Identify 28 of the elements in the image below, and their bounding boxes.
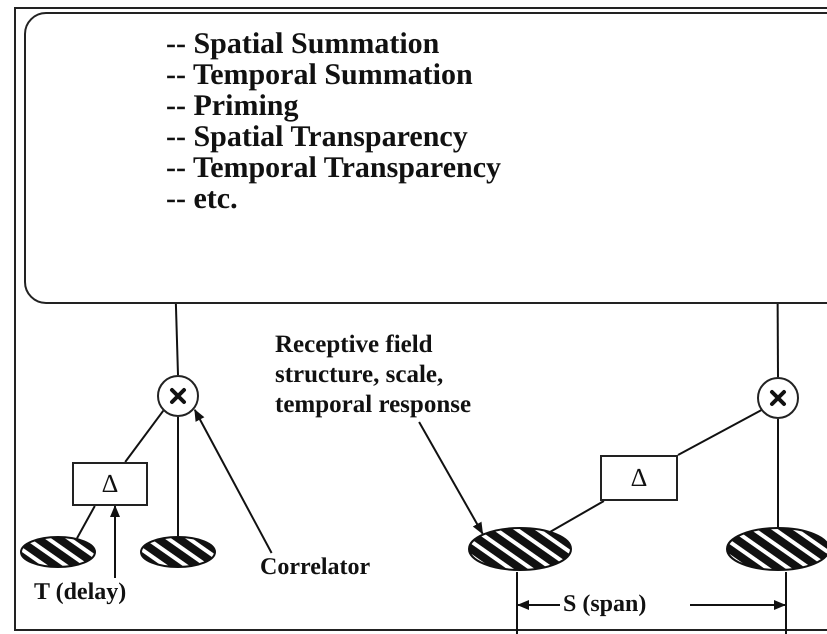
list-item: -- Temporal Summation	[166, 59, 474, 90]
list-item: -- Priming	[166, 90, 298, 121]
list-item: -- Spatial Summation	[166, 28, 440, 59]
connector-line	[678, 408, 763, 456]
connector-line	[177, 417, 179, 536]
delay-box: Δ	[72, 462, 148, 506]
receptive-field-ellipse	[20, 536, 96, 568]
multiplier-circle	[757, 377, 799, 419]
properties-panel	[24, 12, 827, 304]
list-item: -- Temporal Transparency	[166, 152, 502, 183]
receptive-field-ellipse	[140, 536, 216, 568]
list-item: -- etc.	[166, 183, 238, 214]
connector-line	[124, 410, 164, 463]
list-item: -- Spatial Transparency	[166, 121, 469, 152]
connector-line	[550, 500, 604, 533]
connector-line	[174, 304, 179, 376]
delay-box: Δ	[600, 455, 678, 501]
annotation-text: Correlator	[260, 553, 405, 582]
arrow	[110, 505, 120, 578]
connector-line	[776, 304, 779, 377]
arrow	[194, 408, 272, 554]
connector-line	[76, 506, 96, 539]
receptive-field-ellipse	[468, 527, 572, 571]
arrow	[418, 422, 484, 534]
annotation-text: T (delay)	[34, 578, 169, 607]
connector-line	[777, 419, 779, 527]
annotation-text: Receptive field structure, scale, temporal response	[275, 330, 537, 420]
multiplier-circle	[157, 375, 199, 417]
